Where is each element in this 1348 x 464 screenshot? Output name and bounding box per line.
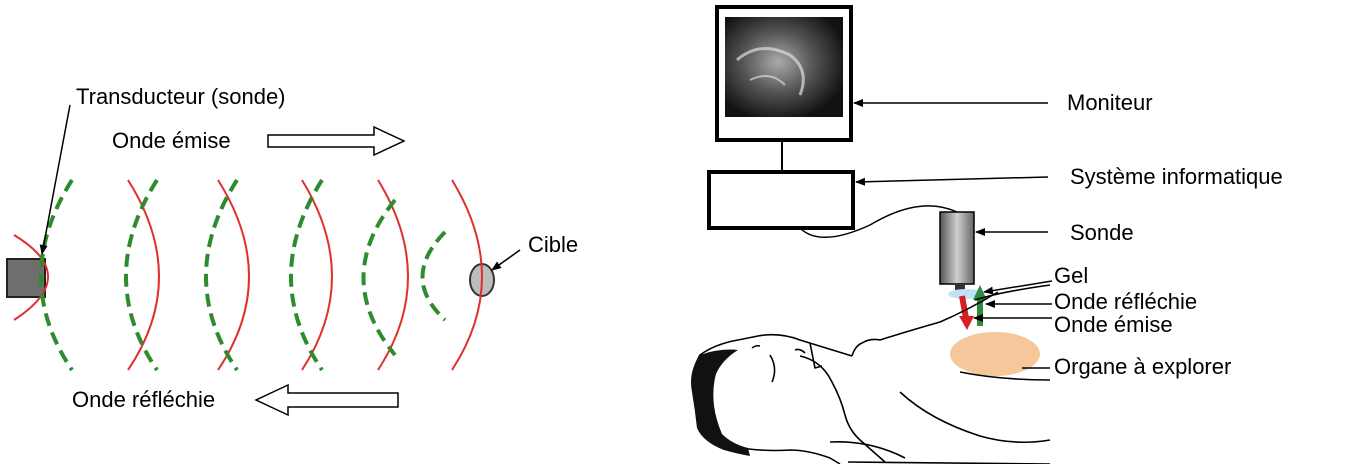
reflected-wave-label: Onde réfléchie [72, 387, 215, 412]
gel-label: Gel [1054, 263, 1088, 288]
target-label: Cible [528, 232, 578, 257]
emitted-wave-label: Onde émise [112, 128, 231, 153]
emitted-direction-arrow [268, 127, 404, 155]
reflected-wave-label-right: Onde réfléchie [1054, 289, 1197, 314]
patient-hair [691, 350, 750, 456]
computer-unit [709, 172, 853, 228]
wave-propagation-diagram: Transducteur (sonde) Onde émise Cible On… [7, 84, 578, 415]
organ [950, 332, 1040, 376]
reflected-wave-fronts [41, 180, 445, 370]
emitted-wave-label-right: Onde émise [1054, 312, 1173, 337]
ultrasound-setup-diagram: Moniteur Système informatique Sonde Gel … [691, 7, 1283, 464]
transducer-label: Transducteur (sonde) [76, 84, 286, 109]
transducer-pointer [42, 105, 70, 254]
probe-label: Sonde [1070, 220, 1134, 245]
ultrasound-image [725, 17, 843, 117]
emitted-wave-fronts [14, 180, 482, 370]
probe [940, 212, 974, 284]
target-pointer [492, 250, 520, 270]
organ-label: Organe à explorer [1054, 354, 1231, 379]
reflected-direction-arrow [256, 385, 398, 415]
monitor-label: Moniteur [1067, 90, 1153, 115]
computer-pointer [856, 177, 1048, 182]
computer-label: Système informatique [1070, 164, 1283, 189]
